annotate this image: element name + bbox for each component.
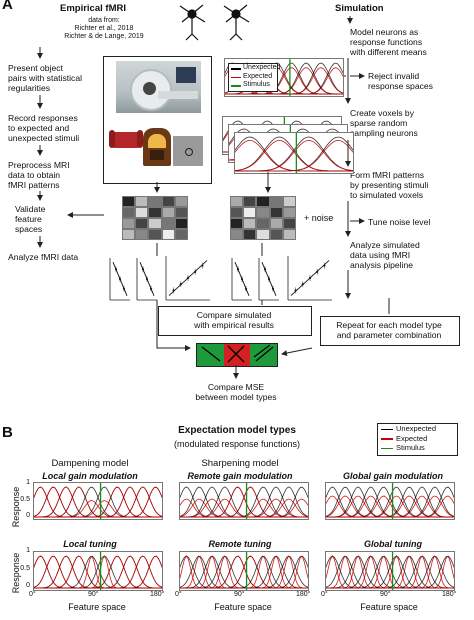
icon-stroke <box>202 347 220 361</box>
